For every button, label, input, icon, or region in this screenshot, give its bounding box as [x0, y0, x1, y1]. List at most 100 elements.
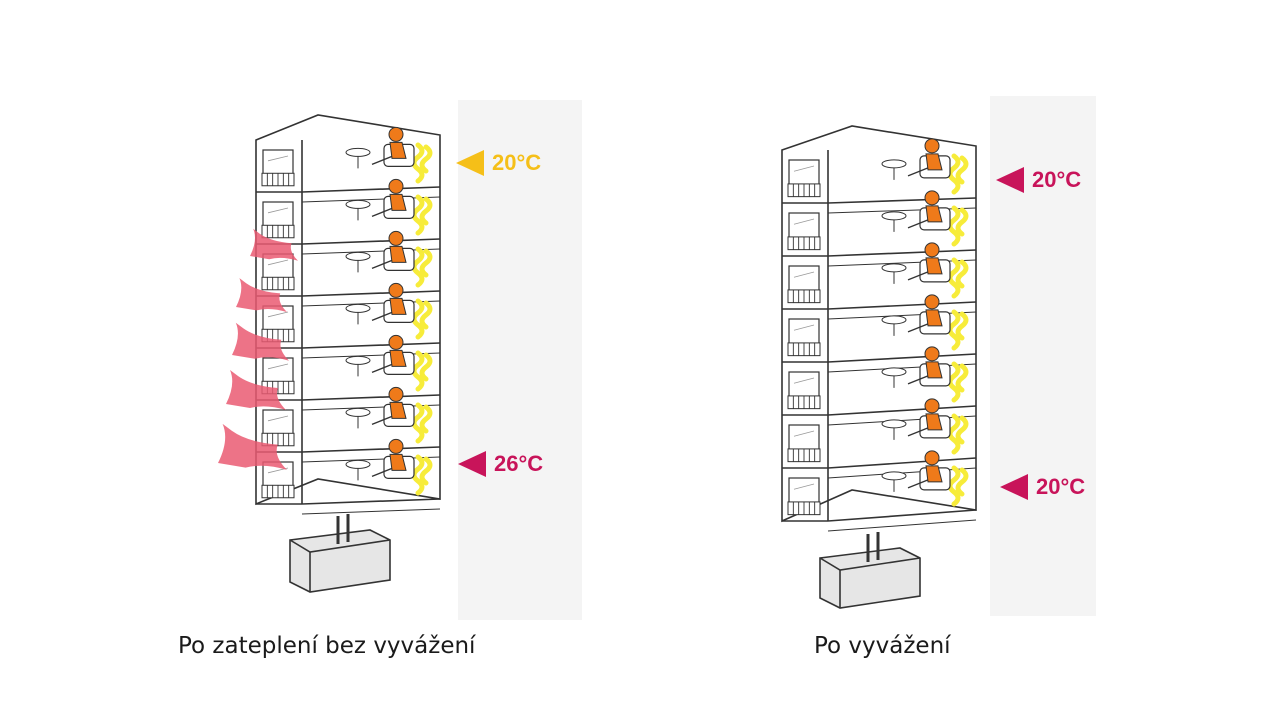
- person-body: [389, 141, 407, 159]
- table-icon: [345, 303, 371, 313]
- person-body: [389, 193, 407, 211]
- floor-slab: [301, 290, 441, 297]
- floor-slab: [827, 405, 977, 416]
- table-icon: [345, 459, 371, 469]
- person-icon: [924, 294, 940, 310]
- temp-value-left-top: 20°C: [492, 150, 542, 175]
- table-icon: [345, 407, 371, 417]
- table-icon: [345, 251, 371, 261]
- floor-slab-edge: [827, 207, 977, 214]
- person-icon: [924, 346, 940, 362]
- person-body: [925, 257, 943, 275]
- heat-loss-arrow-icon: [250, 228, 298, 261]
- person-body: [389, 453, 407, 471]
- window-glare: [793, 430, 815, 437]
- window-glare: [793, 165, 815, 172]
- heat-loss-arrow-icon: [218, 423, 287, 470]
- caption-left: Po zateplení bez vyvážení: [178, 633, 476, 659]
- person-icon: [924, 138, 940, 154]
- floor-slab: [301, 498, 441, 505]
- person-leg: [907, 375, 929, 385]
- person-body: [925, 309, 943, 327]
- person-icon: [388, 386, 404, 402]
- person-body: [925, 205, 943, 223]
- window-icon: [788, 424, 820, 452]
- window-icon: [262, 357, 294, 384]
- floor-slab: [301, 342, 441, 349]
- person-leg: [371, 311, 393, 322]
- person-icon: [924, 450, 940, 466]
- boiler-icon: [819, 547, 921, 609]
- table-icon: [345, 147, 371, 157]
- window-glare: [267, 311, 289, 318]
- window-glare: [793, 271, 815, 278]
- arrow-left-icon: [996, 167, 1024, 193]
- temp-value-right-top: 20°C: [1032, 167, 1082, 192]
- table-icon: [345, 199, 371, 209]
- person-icon: [924, 190, 940, 206]
- building-right: 20°C 20°C Po vyvážení: [640, 0, 1280, 720]
- arrow-left-icon: [1000, 474, 1028, 500]
- window-glare: [267, 207, 289, 214]
- table-icon: [881, 263, 907, 273]
- arrow-left-icon: [458, 451, 486, 477]
- heat-loss-arrow-icon: [236, 278, 287, 313]
- floor-slab: [827, 249, 977, 257]
- table-icon: [345, 355, 371, 365]
- window-icon: [262, 201, 294, 228]
- floor-slab-edge: [301, 508, 441, 515]
- person-leg: [907, 167, 929, 177]
- floor-slab-edge: [827, 519, 977, 532]
- person-body: [389, 297, 407, 315]
- person-leg: [371, 259, 393, 270]
- building-left-drawing: [218, 100, 582, 620]
- person-leg: [371, 363, 393, 374]
- building-right-drawing: [781, 96, 1096, 616]
- floor-slab-edge: [827, 363, 977, 373]
- person-leg: [907, 219, 929, 229]
- temp-label-left-bottom: 26°C: [458, 451, 543, 477]
- person-leg: [907, 323, 929, 333]
- window-glare: [793, 483, 815, 490]
- person-leg: [907, 427, 929, 437]
- person-body: [925, 153, 943, 171]
- table-icon: [881, 315, 907, 325]
- person-body: [925, 413, 943, 431]
- person-body: [389, 349, 407, 367]
- floor-slab: [301, 394, 441, 401]
- person-leg: [371, 155, 393, 166]
- window-icon: [788, 212, 820, 240]
- temp-value-right-bottom: 20°C: [1036, 474, 1086, 499]
- person-icon: [388, 334, 404, 350]
- window-icon: [788, 371, 820, 399]
- table-icon: [881, 471, 907, 481]
- window-icon: [788, 477, 820, 505]
- floor-slab-edge: [827, 311, 977, 320]
- person-body: [389, 245, 407, 263]
- window-glare: [793, 324, 815, 331]
- person-leg: [907, 271, 929, 281]
- person-icon: [388, 178, 404, 194]
- temp-value-left-bottom: 26°C: [494, 451, 544, 476]
- person-leg: [907, 479, 929, 489]
- floor-slab: [827, 301, 977, 310]
- window-glare: [267, 363, 289, 370]
- person-icon: [924, 398, 940, 414]
- person-icon: [924, 242, 940, 258]
- temp-label-right-bottom: 20°C: [1000, 474, 1085, 500]
- person-icon: [388, 438, 404, 454]
- boiler-icon: [289, 529, 391, 593]
- window-glare: [267, 155, 289, 162]
- floor-slab: [301, 446, 441, 453]
- table-icon: [881, 419, 907, 429]
- floor-slab: [301, 238, 441, 245]
- table-icon: [881, 211, 907, 221]
- window-icon: [788, 159, 820, 187]
- person-leg: [371, 207, 393, 218]
- table-icon: [881, 367, 907, 377]
- floor-slab: [827, 509, 977, 522]
- floor-slab-edge: [827, 259, 977, 267]
- building-left: 20°C 26°C Po zateplení bez vyvážení: [178, 100, 582, 659]
- floor-slab: [301, 186, 441, 193]
- person-body: [389, 401, 407, 419]
